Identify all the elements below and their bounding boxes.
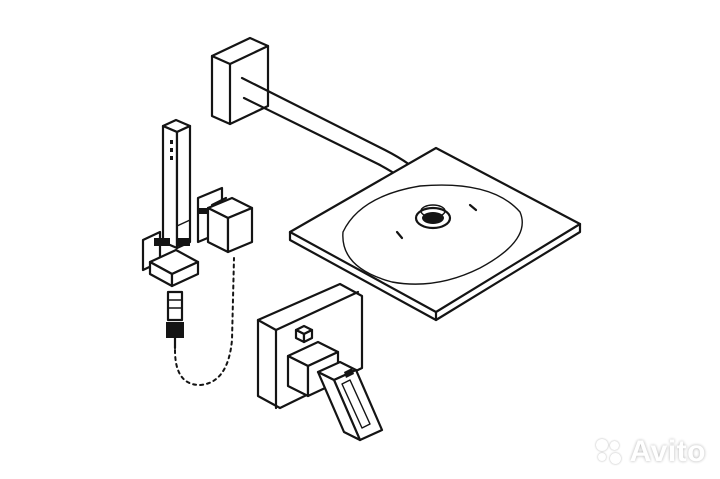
diverter-knob [294, 324, 314, 344]
avito-logo-icon [595, 439, 622, 465]
avito-watermark: Avito [595, 435, 706, 469]
hose-icon [166, 257, 235, 387]
mixer-valve-icon [286, 340, 384, 442]
hand-shower-icon [154, 118, 192, 250]
hand-shower-holder [141, 230, 200, 288]
wall-outlet-elbow [196, 186, 254, 254]
shower-head-icon [288, 146, 582, 322]
avito-wordmark: Avito [629, 435, 706, 468]
arm-wall-flange [210, 36, 270, 126]
